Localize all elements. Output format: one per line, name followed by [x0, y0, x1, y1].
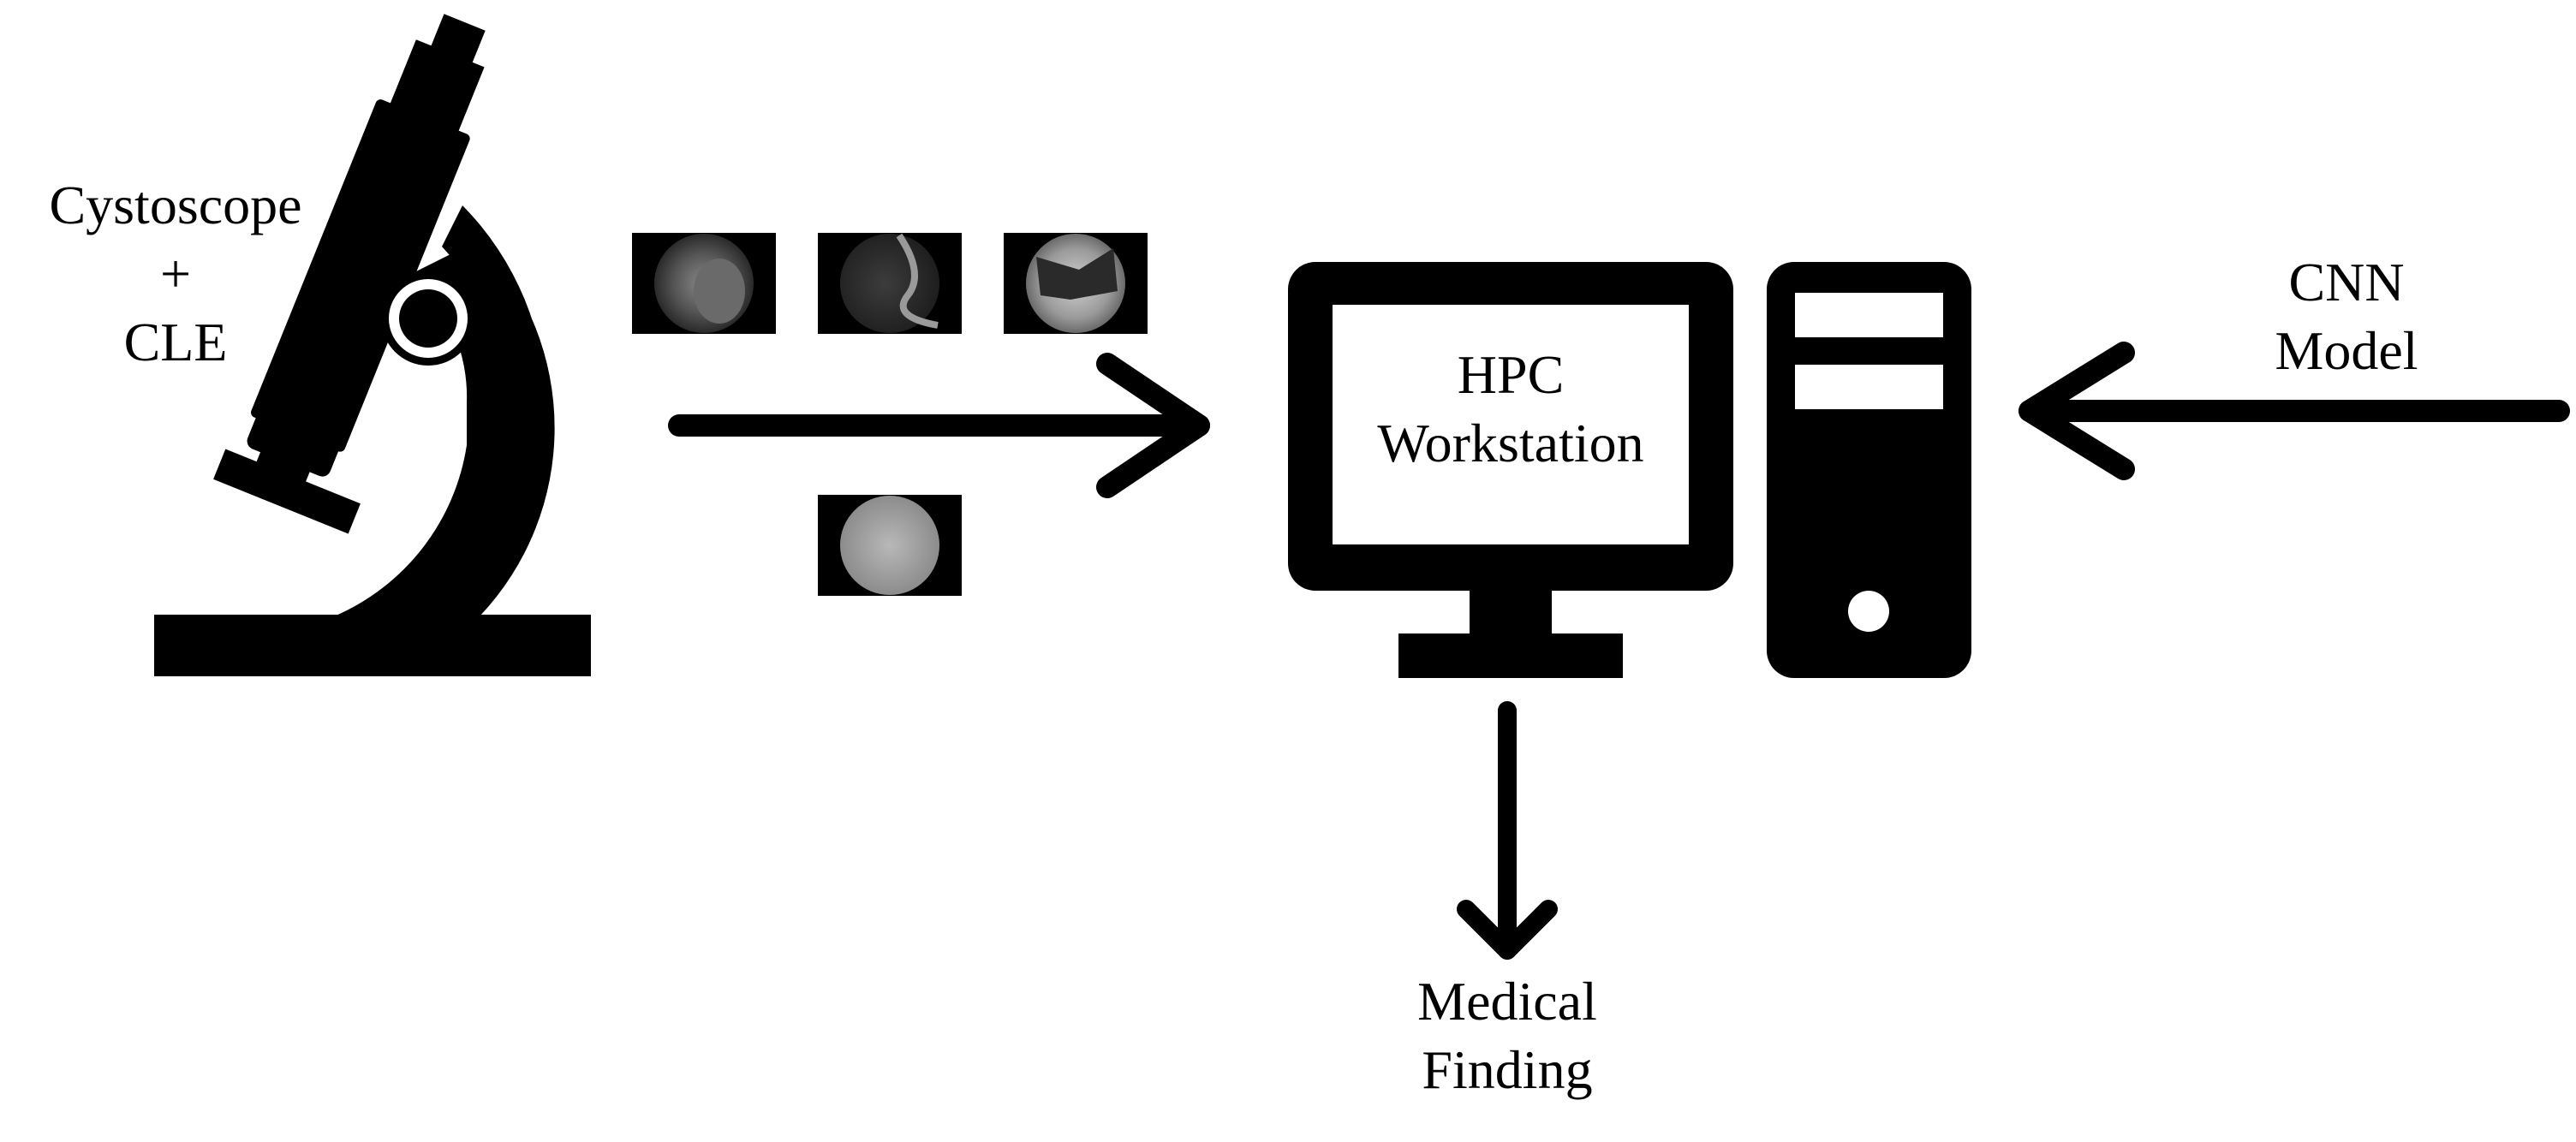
input-label-line1: Cystoscope — [49, 175, 302, 235]
output-label-line2: Finding — [1422, 1039, 1593, 1100]
input-label: Cystoscope + CLE — [17, 171, 334, 377]
workstation-label: HPC Workstation — [1333, 341, 1689, 478]
microscope-icon — [154, 14, 591, 676]
cle-image-2 — [818, 233, 962, 334]
input-label-line3: CLE — [123, 312, 228, 372]
model-label: CNN Model — [2209, 248, 2484, 385]
input-label-line2: + — [159, 243, 192, 304]
cle-image-4 — [818, 495, 962, 596]
cle-image-3 — [1004, 233, 1148, 334]
arrow-workstation-to-output — [1457, 701, 1558, 960]
cle-image-1 — [632, 233, 776, 334]
workstation-label-line2: Workstation — [1377, 413, 1644, 473]
output-label: Medical Finding — [1336, 967, 1679, 1104]
workstation-label-line1: HPC — [1457, 344, 1565, 405]
monitor-icon — [1288, 262, 1733, 678]
arrow-input-to-workstation — [668, 353, 1210, 498]
model-label-line2: Model — [2275, 320, 2418, 381]
model-label-line1: CNN — [2288, 252, 2405, 312]
computer-tower-icon — [1767, 262, 1971, 678]
arrow-model-to-workstation — [2018, 342, 2570, 480]
output-label-line1: Medical — [1417, 971, 1597, 1032]
